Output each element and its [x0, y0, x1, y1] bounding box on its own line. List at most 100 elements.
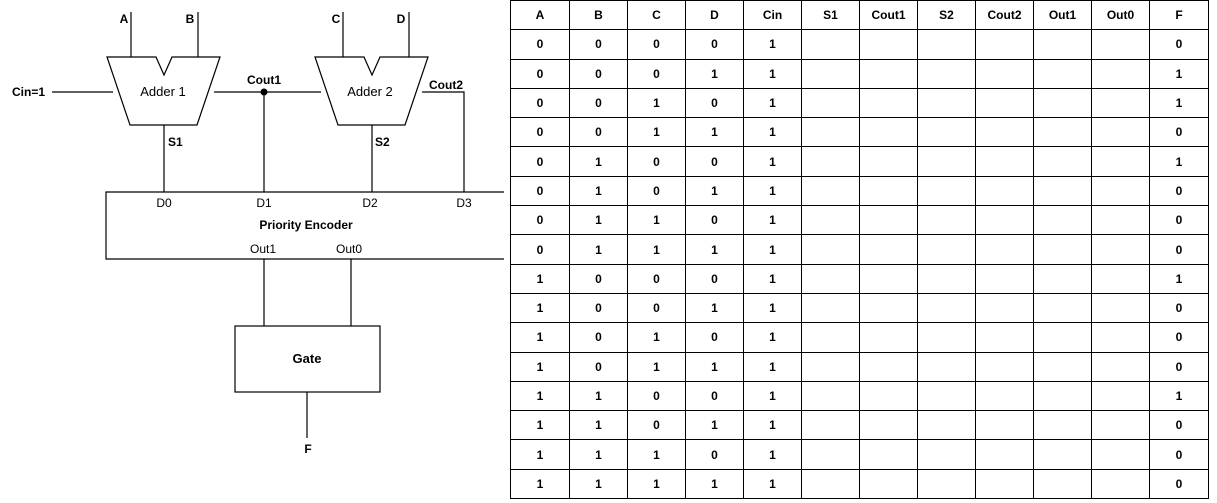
table-cell: [859, 263, 918, 294]
table-cell: [1033, 292, 1092, 324]
table-cell: [1091, 468, 1150, 500]
table-cell: 0: [627, 410, 686, 441]
table-cell: 1: [510, 380, 570, 412]
table-cell: 0: [685, 380, 744, 412]
priority-encoder-label: Priority Encoder: [259, 218, 353, 232]
table-cell: [801, 439, 860, 470]
table-cell: 1: [685, 351, 744, 382]
table-cell: [859, 322, 918, 353]
table-cell: 0: [685, 205, 744, 236]
table-cell: [1091, 117, 1150, 148]
label-d0: D0: [156, 196, 172, 210]
table-header-cell: A: [510, 0, 570, 31]
table-header-cell: S2: [917, 0, 976, 31]
table-cell: [917, 322, 976, 353]
table-cell: [1033, 351, 1092, 382]
table-cell: [859, 146, 918, 177]
table-cell: [1091, 410, 1150, 441]
table-cell: 1: [685, 410, 744, 441]
table-cell: [975, 146, 1034, 177]
label-c: C: [332, 12, 341, 26]
table-cell: [801, 292, 860, 324]
table-cell: 0: [1149, 439, 1209, 470]
table-cell: [975, 117, 1034, 148]
table-cell: [917, 468, 976, 500]
table-cell: [859, 205, 918, 236]
table-cell: 1: [743, 146, 802, 177]
table-cell: 0: [1149, 29, 1209, 60]
gate-label: Gate: [293, 351, 322, 366]
table-cell: 1: [627, 322, 686, 353]
table-cell: 1: [1149, 87, 1209, 119]
table-cell: 1: [627, 205, 686, 236]
table-cell: [975, 322, 1034, 353]
label-out0: Out0: [336, 242, 362, 256]
table-cell: 0: [685, 439, 744, 470]
table-cell: [801, 468, 860, 500]
table-cell: [1033, 205, 1092, 236]
table-cell: [801, 175, 860, 207]
table-cell: 0: [1149, 205, 1209, 236]
table-cell: [975, 234, 1034, 265]
table-cell: 1: [685, 175, 744, 207]
table-cell: [859, 351, 918, 382]
table-cell: [1091, 380, 1150, 412]
table-cell: [917, 380, 976, 412]
table-cell: [975, 380, 1034, 412]
table-cell: [801, 380, 860, 412]
table-cell: [917, 292, 976, 324]
label-f: F: [304, 442, 311, 456]
table-cell: [859, 292, 918, 324]
table-cell: 1: [743, 439, 802, 470]
table-cell: 0: [510, 87, 570, 119]
table-cell: 0: [1149, 117, 1209, 148]
table-cell: 1: [569, 410, 628, 441]
table-cell: [1033, 87, 1092, 119]
table-cell: [859, 87, 918, 119]
table-cell: [975, 87, 1034, 119]
table-cell: 0: [569, 351, 628, 382]
table-cell: 1: [743, 29, 802, 60]
table-cell: [1033, 175, 1092, 207]
table-cell: 1: [743, 380, 802, 412]
table-cell: 1: [743, 292, 802, 324]
label-cout1: Cout1: [247, 73, 281, 87]
table-cell: 1: [569, 468, 628, 500]
table-cell: 0: [510, 175, 570, 207]
table-cell: 1: [510, 292, 570, 324]
table-cell: 0: [685, 29, 744, 60]
table-cell: [917, 205, 976, 236]
table-header-cell: Cout2: [975, 0, 1034, 31]
table-cell: 0: [569, 292, 628, 324]
table-cell: 1: [743, 87, 802, 119]
label-a: A: [120, 12, 129, 26]
table-cell: [1033, 380, 1092, 412]
table-cell: [975, 292, 1034, 324]
table-cell: 1: [627, 468, 686, 500]
table-cell: [917, 117, 976, 148]
table-cell: [859, 58, 918, 89]
table-cell: [801, 322, 860, 353]
table-cell: 0: [510, 117, 570, 148]
table-cell: 1: [743, 468, 802, 500]
adder-1-label: Adder 1: [140, 84, 186, 99]
table-cell: 0: [510, 58, 570, 89]
wire-cout2: [422, 91, 465, 192]
table-cell: [975, 439, 1034, 470]
table-cell: [975, 263, 1034, 294]
table-cell: [801, 205, 860, 236]
table-cell: [1033, 234, 1092, 265]
table-cell: [1091, 58, 1150, 89]
table-cell: [801, 58, 860, 89]
